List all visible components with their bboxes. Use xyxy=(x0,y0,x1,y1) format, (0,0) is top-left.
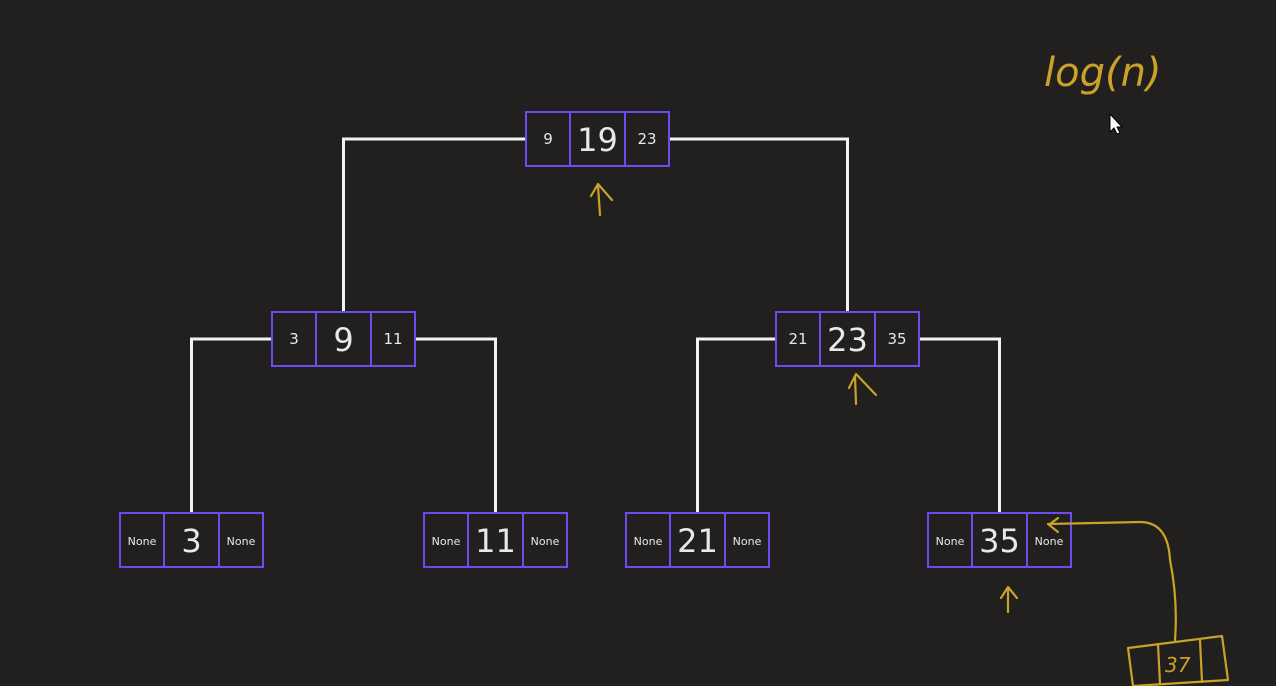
complexity-annotation: log(n) xyxy=(1044,50,1162,96)
tree-edge xyxy=(342,137,526,312)
node-left-pointer: None xyxy=(634,535,663,548)
tree-node: None 21 None xyxy=(625,512,770,568)
tree-node: 21 23 35 xyxy=(775,311,920,367)
edges-layer xyxy=(190,137,1001,513)
node-right-pointer: 11 xyxy=(383,330,402,348)
tree-node: None 3 None xyxy=(119,512,264,568)
tree-edge xyxy=(919,337,1001,513)
node-right-pointer: 35 xyxy=(887,330,906,348)
tree-node: None 35 None xyxy=(927,512,1072,568)
node-left-pointer: None xyxy=(936,535,965,548)
node-box xyxy=(271,311,416,367)
tree-edge xyxy=(669,137,849,312)
mouse-cursor-icon xyxy=(1109,112,1124,135)
node-box xyxy=(423,512,568,568)
node-right-pointer: None xyxy=(227,535,256,548)
node-value: 9 xyxy=(333,321,353,359)
node-value: 19 xyxy=(577,121,618,159)
node-box xyxy=(525,111,670,167)
tree-node: None 11 None xyxy=(423,512,568,568)
node-value: 35 xyxy=(979,522,1020,560)
tree-edge xyxy=(415,337,497,513)
node-value: 21 xyxy=(677,522,718,560)
node-right-pointer: 23 xyxy=(637,130,656,148)
pointer-arrow-icon xyxy=(589,182,614,217)
node-value: 11 xyxy=(475,522,516,560)
node-box xyxy=(927,512,1072,568)
pointer-arrow-icon xyxy=(999,585,1019,614)
node-right-pointer: None xyxy=(733,535,762,548)
new-node-value: 37 xyxy=(1165,653,1191,677)
node-left-pointer: None xyxy=(432,535,461,548)
node-right-pointer: None xyxy=(1035,535,1064,548)
node-box xyxy=(625,512,770,568)
tree-edge xyxy=(696,337,776,513)
node-value: 3 xyxy=(181,522,201,560)
node-left-pointer: None xyxy=(128,535,157,548)
node-left-pointer: 3 xyxy=(289,330,299,348)
annotation-layer: log(n) 37 xyxy=(589,50,1230,686)
node-box xyxy=(775,311,920,367)
node-value: 23 xyxy=(827,321,868,359)
insert-path-arrow xyxy=(1046,520,1177,642)
tree-edge xyxy=(190,337,272,513)
node-box xyxy=(119,512,264,568)
node-left-pointer: 9 xyxy=(543,130,553,148)
node-left-pointer: 21 xyxy=(788,330,807,348)
tree-node: 3 9 11 xyxy=(271,311,416,367)
node-right-pointer: None xyxy=(531,535,560,548)
new-node-box xyxy=(1126,634,1230,686)
insert-arrowhead-icon xyxy=(1046,516,1060,534)
pointer-arrow-icon xyxy=(847,372,878,406)
tree-node: 9 19 23 xyxy=(525,111,670,167)
